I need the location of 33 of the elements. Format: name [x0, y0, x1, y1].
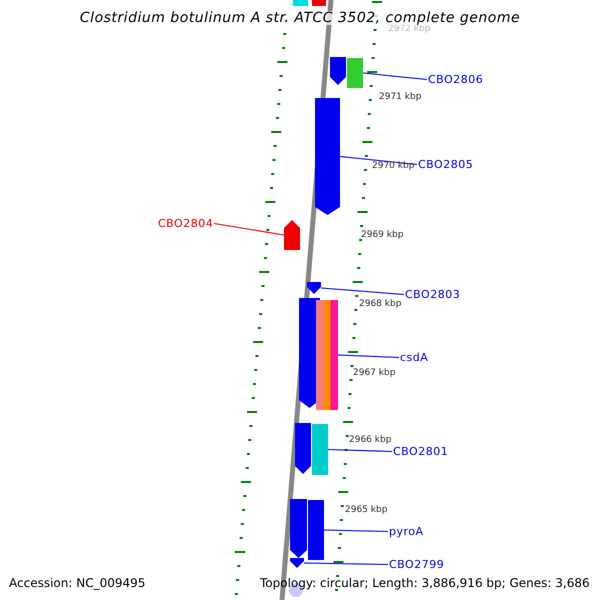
scale-label: 2970 kbp	[372, 162, 414, 171]
gene-label: CBO2805	[418, 159, 474, 170]
scale-label: 2967 kbp	[353, 369, 396, 378]
leader-line	[338, 354, 400, 358]
gene-label: CBO2801	[393, 446, 448, 457]
scale-label: 2968 kbp	[359, 300, 402, 309]
scale-label: 2972 kbp	[388, 25, 430, 34]
gene-label: CBO2803	[405, 289, 460, 300]
leader-line	[362, 72, 428, 80]
gene-block	[308, 500, 324, 560]
gene-label: CBO2799	[389, 559, 444, 570]
scale-label: 2971 kbp	[379, 93, 422, 102]
gene-block	[316, 300, 338, 410]
gene-label: pyroA	[389, 526, 424, 537]
gene-label: CBO2806	[428, 74, 484, 85]
gene-block	[284, 220, 300, 250]
leader-line	[340, 156, 418, 165]
info-text: Topology: circular; Length: 3,886,916 bp; Genes: 3,686	[260, 577, 590, 589]
leader-line	[304, 562, 388, 565]
leader-line	[324, 530, 388, 532]
gene-block	[315, 98, 340, 215]
scale-label: 2965 kbp	[345, 506, 388, 515]
gene-block	[312, 424, 328, 475]
gene-label: CBO2804	[158, 218, 214, 229]
scale-label: 2966 kbp	[349, 436, 392, 445]
gene-block	[347, 58, 363, 88]
scale-label: 2969 kbp	[361, 231, 404, 240]
leader-line	[328, 449, 392, 452]
gene-label: csdA	[400, 352, 428, 363]
leader-line	[214, 223, 284, 236]
gene-block	[307, 282, 321, 294]
info-text: Accession: NC_009495	[9, 577, 146, 589]
leader-line	[320, 288, 404, 295]
